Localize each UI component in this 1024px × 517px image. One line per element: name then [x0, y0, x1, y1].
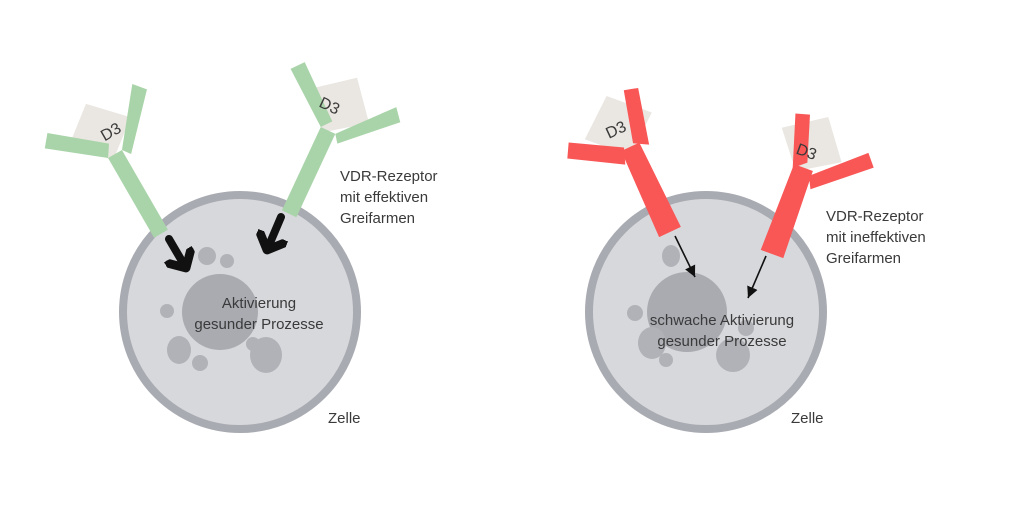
ineffective-receptor-1	[567, 87, 681, 238]
weak-activation-arrow	[674, 235, 696, 278]
organelle	[716, 338, 750, 372]
left-receptor-label: VDR-Rezeptor mit effektiven Greifarmen	[340, 166, 438, 229]
activation-arrow	[267, 213, 281, 250]
organelle	[192, 355, 208, 371]
nucleus-label-line: schwache Aktivierung	[649, 312, 795, 329]
nucleus-label-line: Aktivierung	[221, 295, 297, 312]
right-receptor-label: VDR-Rezeptor mit ineffektiven Greifarmen	[826, 206, 926, 269]
cell-label: Zelle	[791, 410, 824, 427]
left-nucleus-label: Aktivierung gesunder Prozesse	[194, 293, 323, 335]
organelle	[160, 304, 174, 318]
receptor-label-line: VDR-Rezeptor	[826, 208, 924, 225]
right-cell	[585, 191, 827, 433]
nucleus	[182, 274, 258, 350]
weak-activation-arrow	[747, 255, 767, 299]
organelle	[220, 254, 234, 268]
organelle	[198, 247, 216, 265]
organelle	[662, 245, 680, 267]
organelle	[638, 327, 666, 359]
organelle	[167, 336, 191, 364]
receptor-label-line: Greifarmen	[826, 250, 902, 267]
effective-receptor-1	[44, 84, 168, 238]
effective-receptor-2	[281, 62, 401, 218]
receptor-label-line: mit effektiven	[340, 189, 429, 206]
receptor-label-line: VDR-Rezeptor	[340, 168, 438, 185]
organelle	[627, 305, 643, 321]
organelle	[659, 353, 673, 367]
ineffective-receptor-2	[760, 113, 874, 259]
right-nucleus-label: schwache Aktivierung gesunder Prozesse	[650, 310, 794, 352]
organelle	[246, 337, 260, 351]
receptor-label-line: mit ineffektiven	[826, 229, 926, 246]
activation-arrow	[169, 235, 186, 268]
cell-label: Zelle	[328, 410, 361, 427]
nucleus	[647, 272, 727, 352]
receptor-label-line: Greifarmen	[340, 210, 416, 227]
nucleus-label-line: gesunder Prozesse	[194, 316, 324, 333]
nucleus-label-line: gesunder Prozesse	[657, 333, 787, 350]
organelle	[738, 320, 754, 336]
